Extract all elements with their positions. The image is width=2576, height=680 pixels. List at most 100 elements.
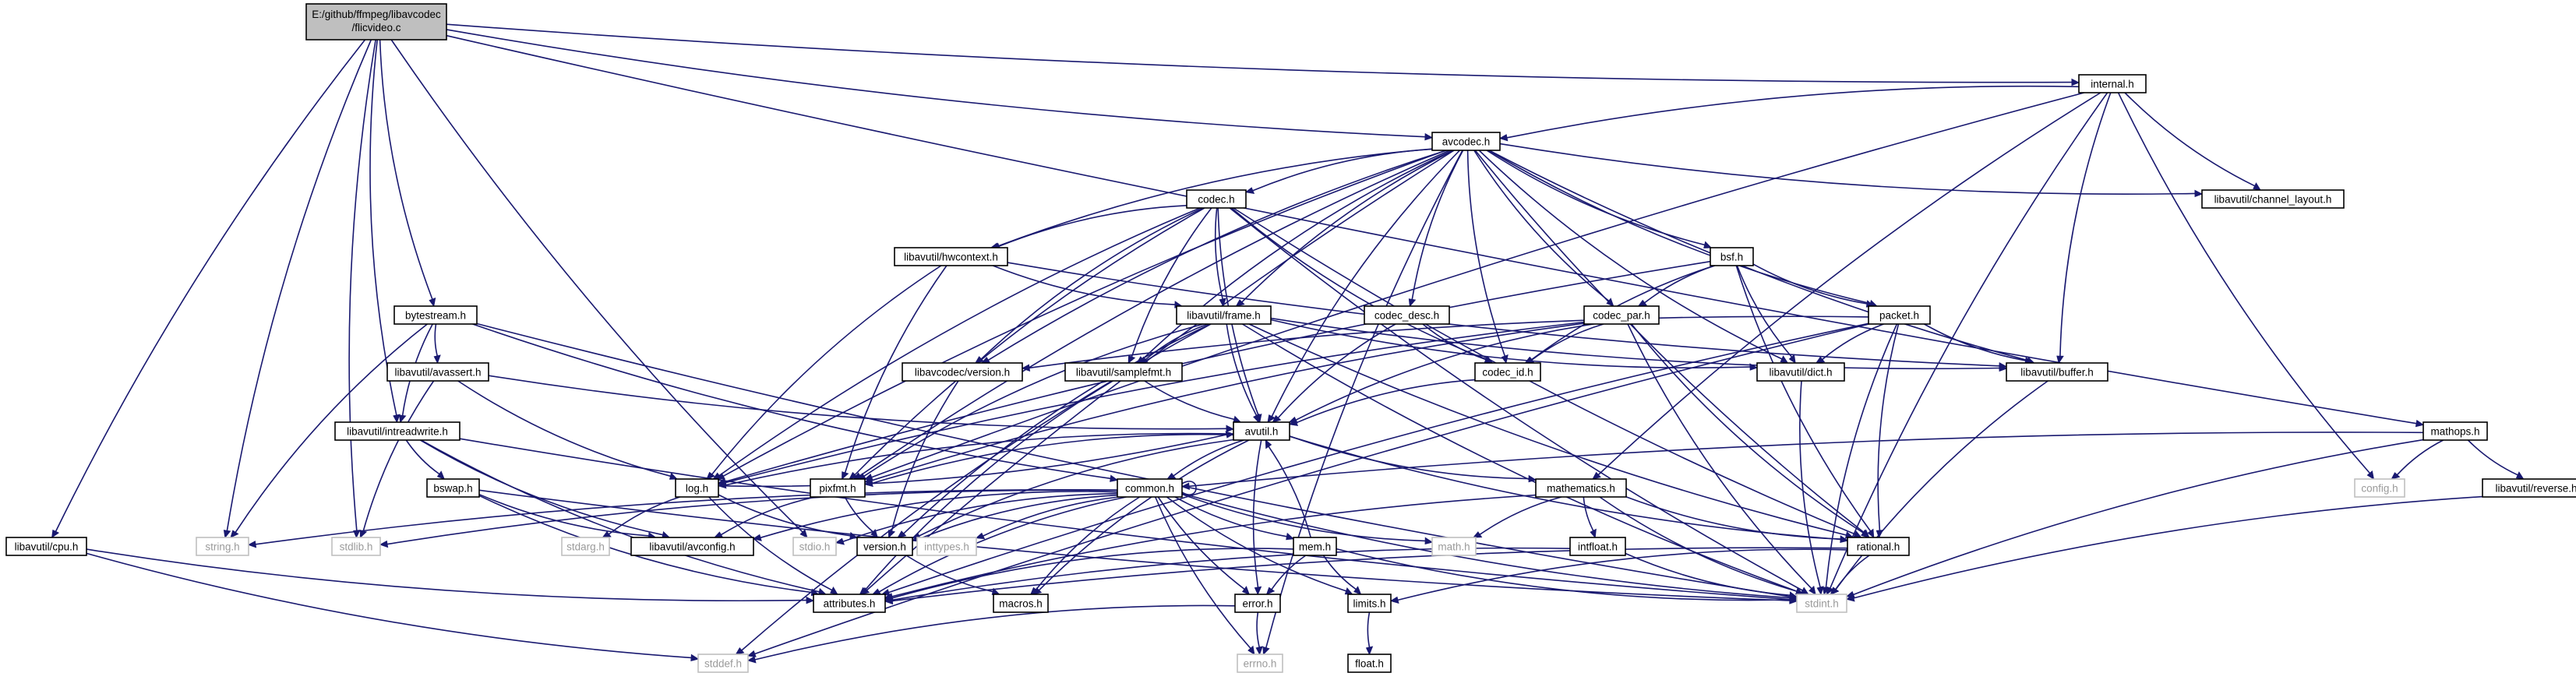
node-box bbox=[1117, 478, 1183, 498]
edge-avcodec_h-to-errno_h bbox=[1262, 150, 1463, 656]
node-avcodec-version-h[interactable]: libavcodec/version.h bbox=[902, 362, 1023, 382]
node-errno-h[interactable]: errno.h bbox=[1237, 654, 1283, 673]
edge-bytestream_h-to-string_h bbox=[230, 323, 428, 538]
node-hwcontext-h[interactable]: libavutil/hwcontext.h bbox=[894, 247, 1008, 266]
node-box bbox=[1868, 305, 1931, 325]
node-box bbox=[856, 537, 913, 556]
edge-packet_h-to-stddef_h bbox=[746, 323, 1869, 657]
edge-root-to-bytestream_h bbox=[379, 39, 436, 308]
node-label: internal.h bbox=[2091, 79, 2134, 90]
edge-rational_h-to-stdint_h bbox=[1830, 555, 1870, 595]
node-box bbox=[1535, 478, 1627, 498]
edge-frame_h-to-version_h bbox=[897, 323, 1212, 538]
edge-common_h-to-inttypes_h bbox=[975, 496, 1119, 540]
node-box bbox=[1233, 421, 1290, 441]
node-common-h[interactable]: common.h bbox=[1117, 478, 1183, 498]
node-intfloat-h[interactable]: intfloat.h bbox=[1569, 537, 1626, 556]
node-samplefmt-h[interactable]: libavutil/samplefmt.h bbox=[1064, 362, 1183, 382]
node-label: mathematics.h bbox=[1547, 483, 1615, 495]
node-label: libavutil/hwcontext.h bbox=[904, 252, 998, 263]
node-avassert-h[interactable]: libavutil/avassert.h bbox=[386, 362, 489, 382]
node-box bbox=[196, 537, 249, 556]
edge-frame_h-to-buffer_h bbox=[1270, 317, 2008, 372]
node-label: bytestream.h bbox=[405, 310, 466, 322]
edge-mem_h-to-limits_h bbox=[1322, 555, 1362, 595]
node-mem-h[interactable]: mem.h bbox=[1293, 537, 1337, 556]
node-channel-layout-h[interactable]: libavutil/channel_layout.h bbox=[2201, 189, 2345, 209]
node-packet-h[interactable]: packet.h bbox=[1868, 305, 1931, 325]
node-float-h[interactable]: float.h bbox=[1347, 654, 1392, 673]
node-codec-id-h[interactable]: codec_id.h bbox=[1474, 362, 1541, 382]
edge-bsf_h-to-rational_h bbox=[1735, 265, 1875, 539]
node-box bbox=[1847, 537, 1910, 556]
node-stdio-h[interactable]: stdio.h bbox=[792, 537, 837, 556]
node-codec-h[interactable]: codec.h bbox=[1186, 189, 1247, 209]
node-codec-par-h[interactable]: codec_par.h bbox=[1583, 305, 1660, 325]
edge-packet_h-to-avcodec_version_h bbox=[1021, 315, 1869, 372]
edge-common_h-to-math_h bbox=[1181, 493, 1434, 545]
edge-packet_h-to-stdint_h bbox=[1822, 323, 1898, 596]
node-codec-desc-h[interactable]: codec_desc.h bbox=[1364, 305, 1450, 325]
node-bswap-h[interactable]: bswap.h bbox=[426, 478, 480, 498]
node-version-h[interactable]: version.h bbox=[856, 537, 913, 556]
node-mathops-h[interactable]: mathops.h bbox=[2422, 421, 2488, 441]
node-buffer-h[interactable]: libavutil/buffer.h bbox=[2006, 362, 2108, 382]
node-math-h[interactable]: math.h bbox=[1431, 537, 1477, 556]
node-log-h[interactable]: log.h bbox=[675, 478, 719, 498]
node-label: packet.h bbox=[1879, 310, 1919, 322]
node-avutil-h[interactable]: avutil.h bbox=[1233, 421, 1290, 441]
node-config-h[interactable]: config.h bbox=[2354, 478, 2405, 498]
node-label: pixfmt.h bbox=[819, 483, 856, 495]
node-label: libavutil/avassert.h bbox=[394, 367, 481, 379]
node-bytestream-h[interactable]: bytestream.h bbox=[393, 305, 478, 325]
node-mathematics-h[interactable]: mathematics.h bbox=[1535, 478, 1627, 498]
node-dict-h[interactable]: libavutil/dict.h bbox=[1756, 362, 1845, 382]
node-bsf-h[interactable]: bsf.h bbox=[1710, 247, 1754, 266]
node-box bbox=[697, 654, 749, 673]
node-cpu-h[interactable]: libavutil/cpu.h bbox=[5, 537, 87, 556]
node-avcodec-h[interactable]: avcodec.h bbox=[1431, 132, 1501, 151]
edge-bytestream_h-to-avassert_h bbox=[433, 323, 441, 365]
node-reverse-h[interactable]: libavutil/reverse.h bbox=[2482, 478, 2576, 498]
edge-avcodec_h-to-codec_desc_h bbox=[1408, 150, 1464, 308]
node-stdlib-h[interactable]: stdlib.h bbox=[331, 537, 381, 556]
node-pixfmt-h[interactable]: pixfmt.h bbox=[810, 478, 866, 498]
node-label: libavutil/channel_layout.h bbox=[2214, 194, 2332, 206]
node-frame-h[interactable]: libavutil/frame.h bbox=[1176, 305, 1272, 325]
node-stddef-h[interactable]: stddef.h bbox=[697, 654, 749, 673]
node-error-h[interactable]: error.h bbox=[1234, 594, 1281, 613]
edge-codec_desc_h-to-avutil_h bbox=[1272, 323, 1396, 423]
node-root[interactable]: E:/github/ffmpeg/libavcodec/flicvideo.c bbox=[305, 3, 447, 41]
node-box bbox=[1431, 132, 1501, 151]
edge-codec_par_h-to-rational_h bbox=[1631, 323, 1869, 538]
edge-root-to-stdio_h bbox=[390, 39, 808, 538]
node-label: config.h bbox=[2361, 483, 2398, 495]
node-box bbox=[1431, 537, 1477, 556]
node-rational-h[interactable]: rational.h bbox=[1847, 537, 1910, 556]
node-attributes-h[interactable]: attributes.h bbox=[813, 594, 886, 613]
node-macros-h[interactable]: macros.h bbox=[993, 594, 1049, 613]
edge-avcodec_h-to-frame_h bbox=[1235, 150, 1454, 307]
node-label: inttypes.h bbox=[924, 541, 969, 553]
edge-avutil_h-to-common_h bbox=[1166, 439, 1244, 480]
node-limits-h[interactable]: limits.h bbox=[1347, 594, 1392, 613]
node-label: stdlib.h bbox=[340, 541, 373, 553]
node-box bbox=[894, 247, 1008, 266]
node-label: libavutil/cpu.h bbox=[15, 541, 79, 553]
edge-avutil_h-to-error_h bbox=[1252, 439, 1262, 596]
edge-root-to-internal_h bbox=[446, 23, 2080, 86]
node-avconfig-h[interactable]: libavutil/avconfig.h bbox=[630, 537, 754, 556]
root-file-label: E:/github/ffmpeg/libavcodec bbox=[312, 9, 441, 20]
edge-codec_h-to-avcodec_version_h bbox=[974, 207, 1204, 364]
node-stdint-h[interactable]: stdint.h bbox=[1796, 594, 1847, 613]
node-stdarg-h[interactable]: stdarg.h bbox=[561, 537, 610, 556]
node-box bbox=[916, 537, 977, 556]
node-box bbox=[393, 305, 478, 325]
node-inttypes-h[interactable]: inttypes.h bbox=[916, 537, 977, 556]
node-intreadwrite-h[interactable]: libavutil/intreadwrite.h bbox=[334, 421, 461, 441]
edge-codec_id_h-to-avutil_h bbox=[1288, 379, 1476, 427]
edge-root-to-string_h bbox=[223, 39, 372, 539]
node-string-h[interactable]: string.h bbox=[196, 537, 249, 556]
node-internal-h[interactable]: internal.h bbox=[2078, 74, 2147, 93]
